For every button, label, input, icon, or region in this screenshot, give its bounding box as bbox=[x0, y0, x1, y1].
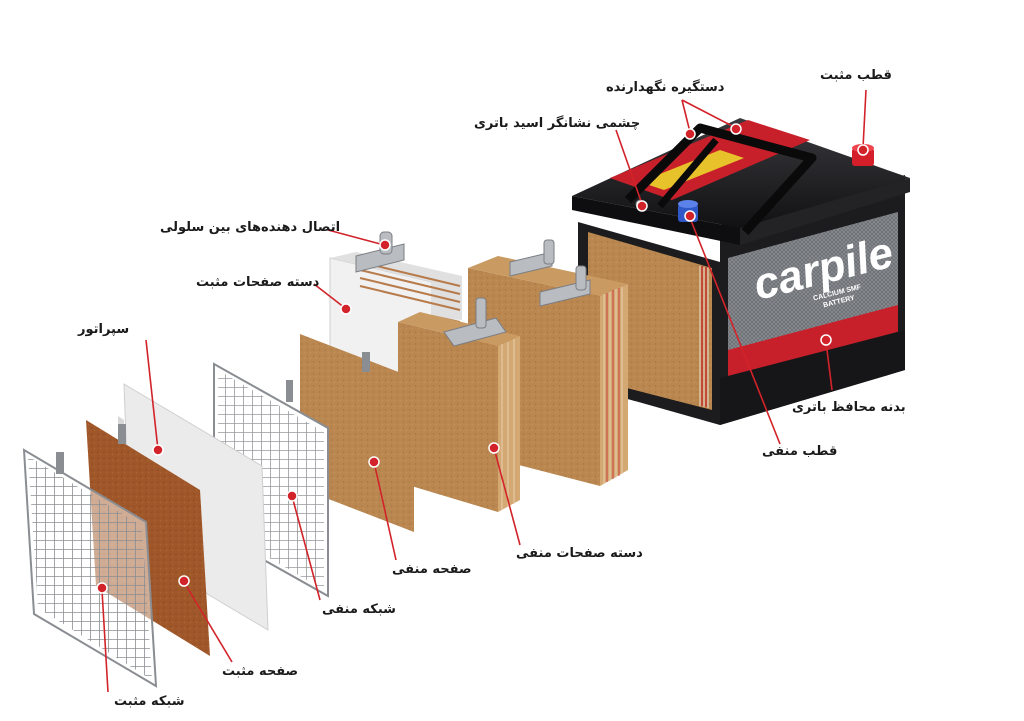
label-battery-case: بدنه محافظ باتری bbox=[792, 400, 906, 415]
label-negative-plate-group: دسته صفحات منفی bbox=[516, 546, 643, 561]
pointer-lines bbox=[96, 89, 869, 693]
label-handle: دستگیره نگهدارنده bbox=[606, 80, 725, 95]
label-inter-cell-connector: اتصال دهنده‌های بین سلولی bbox=[160, 220, 341, 235]
label-positive-plate-group: دسته صفحات مثبت bbox=[196, 275, 320, 290]
label-positive-grid: شبکه مثبت bbox=[114, 694, 185, 709]
label-negative-terminal: قطب منفی bbox=[762, 444, 838, 459]
battery-case bbox=[572, 118, 910, 425]
negative-plate-group-front bbox=[398, 297, 520, 512]
label-separator: سپراتور bbox=[78, 322, 130, 337]
positive-grid-shape bbox=[22, 448, 158, 688]
label-acid-indicator: چشمی نشانگر اسید باتری bbox=[474, 116, 641, 131]
label-negative-plate: صفحه منفی bbox=[392, 562, 472, 577]
label-negative-grid: شبکه منفی bbox=[322, 602, 396, 617]
label-positive-plate: صفحه مثبت bbox=[222, 664, 299, 679]
label-positive-terminal: قطب مثبت bbox=[820, 68, 892, 83]
